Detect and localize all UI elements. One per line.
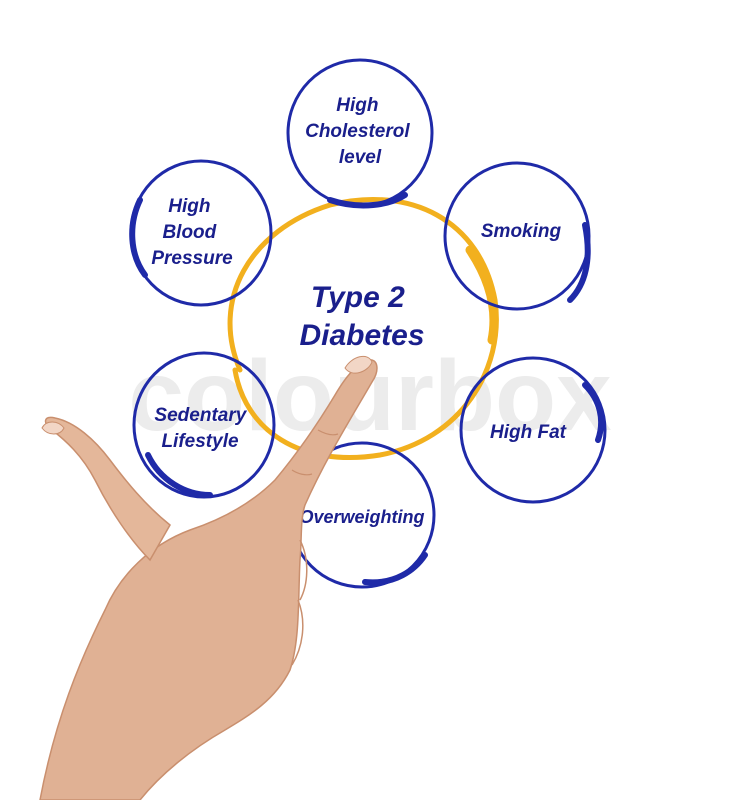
factor-label: High Cholesterol level [305,95,415,168]
factor-circle-accent [582,382,605,443]
factor-line: level [339,147,382,168]
hand-thumb [44,416,171,562]
factor-node-smoking: Smoking [443,161,591,311]
center-line: Type 2 [311,281,405,314]
factor-line: Sedentary [154,405,247,426]
factor-label: Smoking [481,221,562,242]
factor-circle-accent [145,452,213,498]
finger-nail [344,355,373,374]
factor-circle-accent [567,222,591,303]
factor-node-blood-pressure: High Blood Pressure [129,159,273,307]
factor-line: High [168,196,210,217]
center-label: Type 2 Diabetes [299,281,424,352]
factor-circle-accent [129,197,148,278]
factor-label: Sedentary Lifestyle [154,405,251,452]
center-line: Diabetes [299,319,424,352]
factor-circle [459,356,607,504]
factor-line: High Fat [490,422,567,443]
factor-line: Cholesterol [305,121,410,142]
factor-line: Blood [162,222,216,243]
factor-line: High [336,95,378,116]
factor-circle-accent [362,552,428,586]
factor-label: High Blood Pressure [151,196,233,269]
thumb-nail [41,421,65,435]
factor-node-sedentary: Sedentary Lifestyle [132,351,276,499]
factor-label: High Fat [490,422,567,443]
pointing-hand-image [39,355,378,800]
center-ring-accent [465,245,499,345]
factor-label: Overweighting [299,507,424,527]
knuckle-crease [291,429,339,476]
factor-line: Lifestyle [161,431,239,452]
factor-line: Pressure [151,248,233,269]
factor-circle-accent [327,192,408,209]
factor-node-cholesterol: High Cholesterol level [286,58,434,209]
folded-fingers [291,539,308,666]
factor-line: Overweighting [299,507,424,527]
factor-line: Smoking [481,221,562,242]
factor-node-high-fat: High Fat [459,356,607,504]
